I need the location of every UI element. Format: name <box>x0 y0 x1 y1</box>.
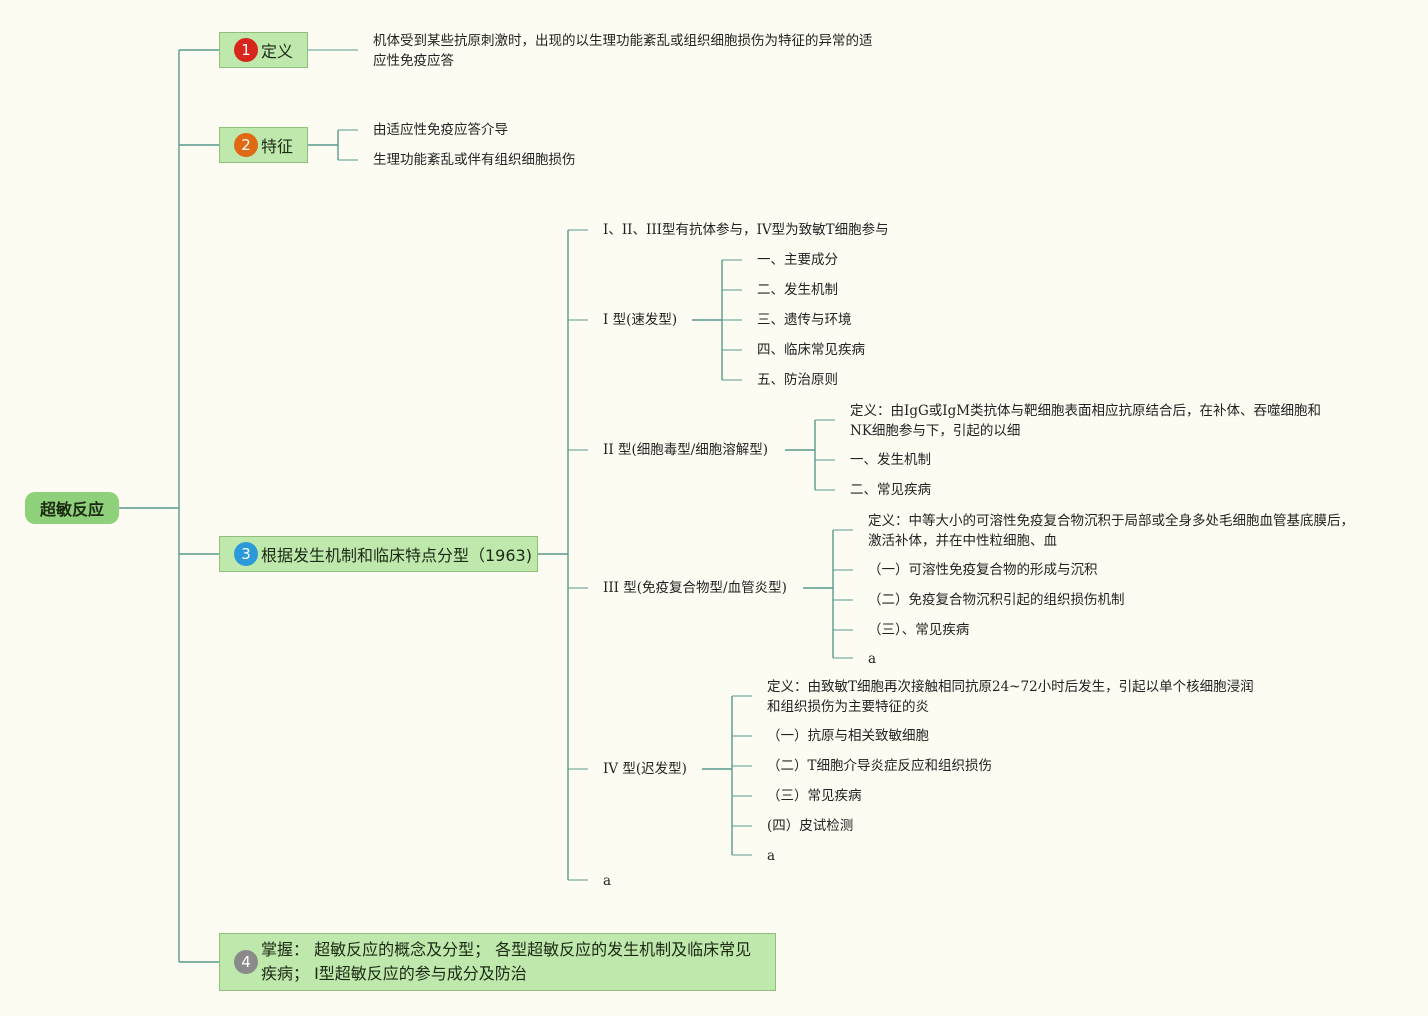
number-badge-icon: 1 <box>234 38 258 62</box>
type2-label[interactable]: II 型(细胞毒型/细胞溶解型) <box>603 442 769 458</box>
topic-classification-label: 根据发生机制和临床特点分型（1963) <box>261 546 532 565</box>
type1-label[interactable]: I 型(速发型) <box>603 312 678 328</box>
type4-item[interactable]: a <box>767 848 776 864</box>
number-badge-icon: 4 <box>234 950 258 974</box>
classification-intro[interactable]: I、II、III型有抗体参与，IV型为致敏T细胞参与 <box>603 222 889 238</box>
topic-definition[interactable]: 1 定义 <box>219 32 308 68</box>
type1-item[interactable]: 二、发生机制 <box>757 282 838 298</box>
type1-item[interactable]: 三、遗传与环境 <box>757 312 852 328</box>
type2-item[interactable]: 一、发生机制 <box>850 452 931 468</box>
type4-label[interactable]: IV 型(迟发型) <box>603 761 687 777</box>
root-topic-label: 超敏反应 <box>39 500 104 519</box>
topic-features-label: 特征 <box>261 137 294 156</box>
number-badge-icon: 2 <box>234 133 258 157</box>
topic-mastery-label: 掌握： 超敏反应的概念及分型； 各型超敏反应的发生机制及临床常见疾病； I型超敏… <box>261 940 752 983</box>
topic-definition-label: 定义 <box>261 42 294 61</box>
type3-item[interactable]: a <box>868 651 877 667</box>
topic-mastery[interactable]: 4 掌握： 超敏反应的概念及分型； 各型超敏反应的发生机制及临床常见疾病； I型… <box>219 933 776 991</box>
feature-item[interactable]: 由适应性免疫应答介导 <box>373 122 508 138</box>
type4-item[interactable]: （一）抗原与相关致敏细胞 <box>767 728 929 744</box>
type1-item[interactable]: 四、临床常见疾病 <box>757 342 865 358</box>
root-topic[interactable]: 超敏反应 <box>25 492 119 524</box>
type4-item[interactable]: （三）常见疾病 <box>767 788 862 804</box>
topic-features[interactable]: 2 特征 <box>219 127 308 163</box>
type4-item[interactable]: (四）皮试检测 <box>767 818 854 834</box>
feature-item[interactable]: 生理功能紊乱或伴有组织细胞损伤 <box>373 152 576 168</box>
classification-trailing-item[interactable]: a <box>603 873 612 889</box>
type2-item[interactable]: 二、常见疾病 <box>850 482 931 498</box>
type3-definition[interactable]: 定义：中等大小的可溶性免疫复合物沉积于局部或全身多处毛细胞血管基底膜后，激活补体… <box>868 513 1354 549</box>
type4-item[interactable]: （二）T细胞介导炎症反应和组织损伤 <box>767 758 993 774</box>
type4-definition[interactable]: 定义：由致敏T细胞再次接触相同抗原24~72小时后发生，引起以单个核细胞浸润和组… <box>767 679 1254 715</box>
type3-label[interactable]: III 型(免疫复合物型/血管炎型) <box>603 580 787 596</box>
type3-item[interactable]: （二）免疫复合物沉积引起的组织损伤机制 <box>868 592 1125 608</box>
type3-item[interactable]: （三）、常见疾病 <box>868 622 970 638</box>
number-badge-icon: 3 <box>234 542 258 566</box>
type2-definition[interactable]: 定义：由IgG或IgM类抗体与靶细胞表面相应抗原结合后，在补体、吞噬细胞和NK细… <box>850 403 1322 439</box>
type1-item[interactable]: 五、防治原则 <box>757 372 838 388</box>
topic-classification[interactable]: 3 根据发生机制和临床特点分型（1963) <box>219 536 538 572</box>
definition-text[interactable]: 机体受到某些抗原刺激时，出现的以生理功能紊乱或组织细胞损伤为特征的异常的适应性免… <box>373 33 873 69</box>
type1-item[interactable]: 一、主要成分 <box>757 252 838 268</box>
type3-item[interactable]: （一）可溶性免疫复合物的形成与沉积 <box>868 562 1098 578</box>
